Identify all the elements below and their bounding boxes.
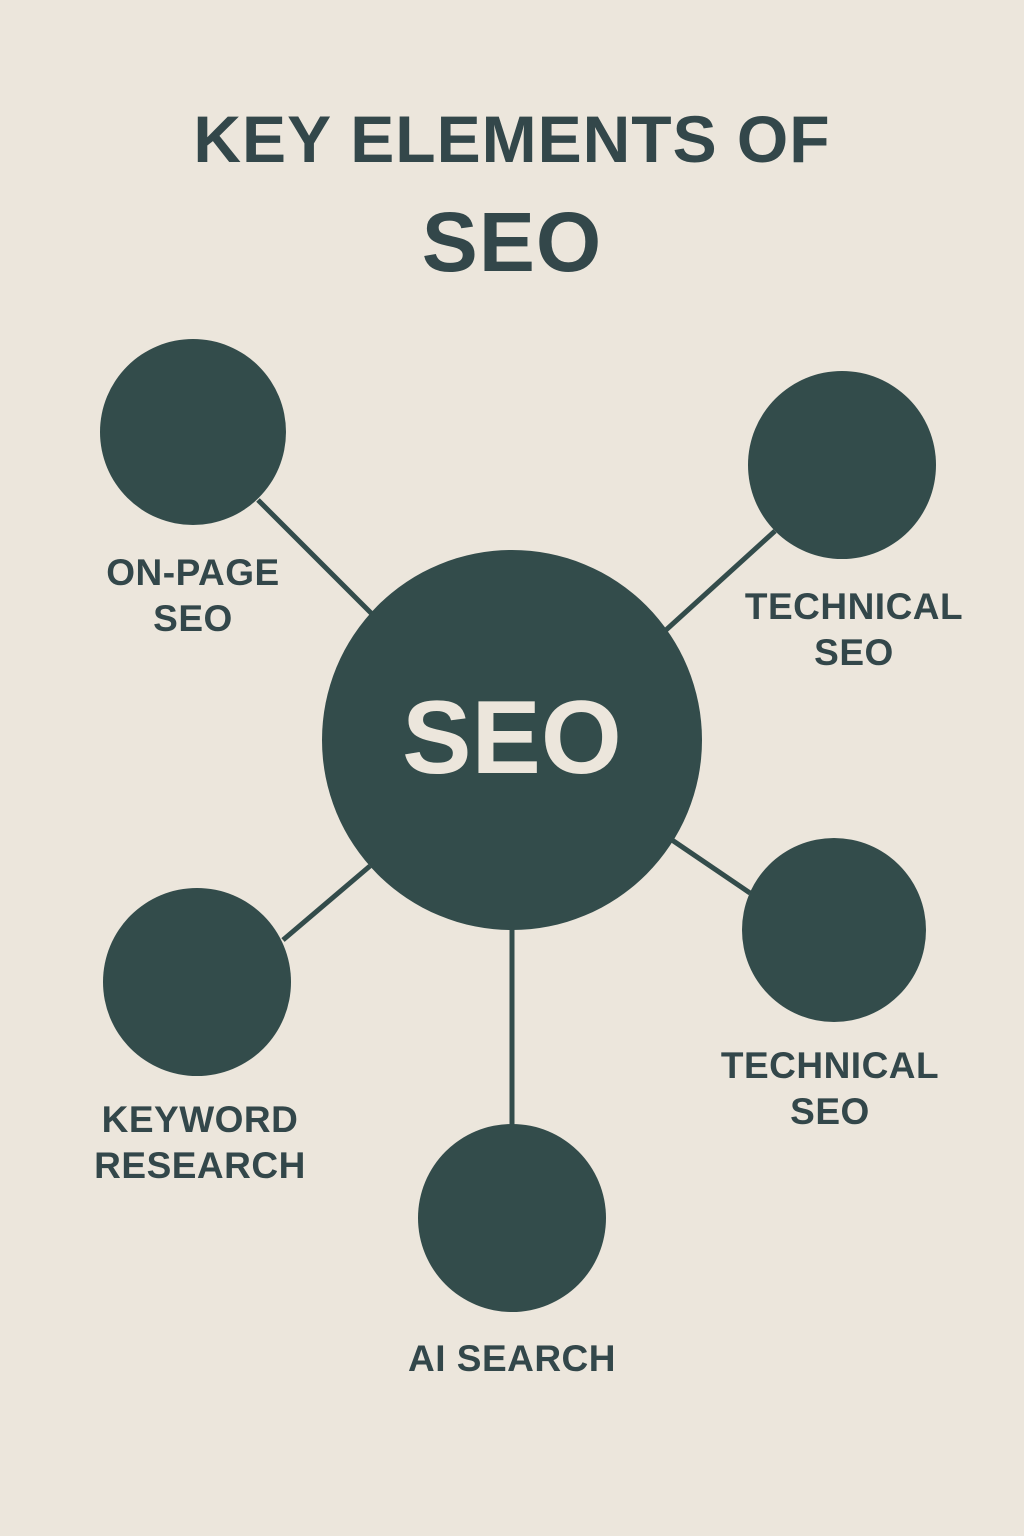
node-on-page-circle [100,339,286,525]
connectors [256,498,777,1125]
node-keyword-circle [103,888,291,1076]
center-hub-circle [322,550,702,930]
connector-technical-top [664,529,777,632]
node-label-technical-seo-bottom: TECHNICAL SEO [720,1045,940,1132]
node-label-technical-seo-top: TECHNICAL SEO [744,586,964,673]
node-label-ai-search: AI SEARCH [407,1338,617,1379]
page-title-line-2: SEO [421,195,603,289]
node-technical-bottom-circle [742,838,926,1022]
connector-keyword [281,864,372,942]
center-hub-label: SEO [402,680,622,796]
node-label-keyword-research: KEYWORD RESEARCH [94,1099,306,1186]
connector-technical-bottom [670,837,752,896]
node-ai-search-circle [418,1124,606,1312]
connector-on-page [256,498,374,616]
node-label-on-page-seo: ON-PAGE SEO [106,552,280,639]
page-title-line-1: KEY ELEMENTS OF [193,102,831,176]
node-technical-top-circle [748,371,936,559]
